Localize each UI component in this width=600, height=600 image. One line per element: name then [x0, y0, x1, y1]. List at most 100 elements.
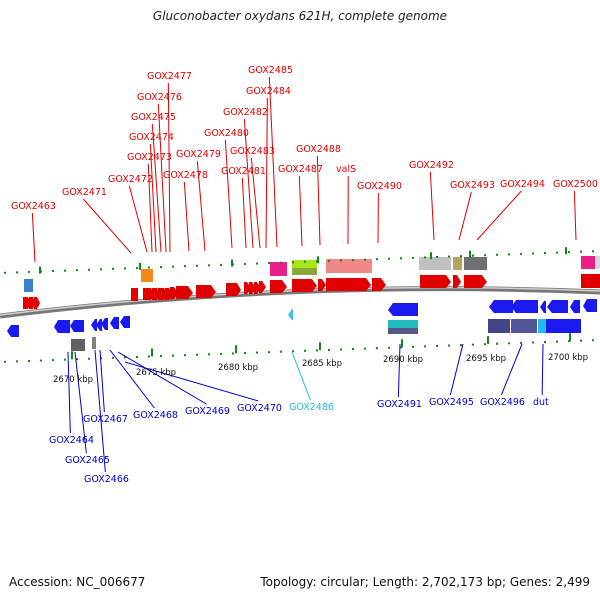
gene-arrow-reverse[interactable] — [96, 319, 102, 331]
gene-arrow-forward[interactable] — [244, 282, 251, 294]
gene-arrow-reverse[interactable] — [288, 309, 293, 320]
leader-line — [316, 155, 321, 246]
gene-label[interactable]: GOX2493 — [450, 180, 495, 191]
gene-arrow-forward[interactable] — [249, 282, 256, 294]
gene-label[interactable]: GOX2491 — [377, 399, 422, 410]
gene-label[interactable]: GOX2495 — [429, 397, 474, 408]
gene-arrow-forward[interactable] — [453, 275, 461, 288]
gene-arrow-forward[interactable] — [420, 275, 451, 288]
feature-box[interactable] — [92, 337, 96, 349]
gene-label[interactable]: GOX2467 — [83, 414, 128, 425]
gene-label[interactable]: GOX2477 — [147, 71, 192, 82]
gene-arrow-forward[interactable] — [34, 297, 40, 309]
feature-box[interactable] — [581, 256, 595, 269]
gene-arrow-forward[interactable] — [131, 288, 138, 301]
gene-label[interactable]: GOX2475 — [131, 112, 176, 123]
feature-box[interactable] — [464, 257, 487, 270]
feature-box[interactable] — [326, 259, 372, 273]
gene-label[interactable]: GOX2473 — [127, 152, 172, 163]
gene-arrow-reverse[interactable] — [70, 320, 84, 332]
gene-arrow-reverse[interactable] — [583, 299, 597, 312]
gene-arrow-reverse[interactable] — [91, 319, 97, 331]
gene-arrow-reverse[interactable] — [547, 300, 568, 313]
feature-box[interactable] — [538, 319, 546, 333]
gene-arrow-forward[interactable] — [464, 275, 487, 288]
gene-arrow-forward[interactable] — [326, 278, 371, 291]
gene-arrow-reverse[interactable] — [101, 318, 108, 330]
feature-box[interactable] — [388, 328, 418, 334]
feature-box[interactable] — [292, 268, 317, 275]
feature-box[interactable] — [24, 279, 33, 292]
scale-label: 2675 kbp — [136, 368, 176, 378]
feature-box[interactable] — [453, 257, 462, 270]
gene-label[interactable]: GOX2479 — [176, 149, 221, 160]
gene-label[interactable]: GOX2483 — [230, 146, 275, 157]
gene-arrow-forward[interactable] — [196, 285, 216, 298]
gene-label[interactable]: GOX2465 — [65, 455, 110, 466]
gene-label[interactable]: GOX2481 — [221, 166, 266, 177]
genome-title: Gluconobacter oxydans 621H, complete gen… — [152, 9, 448, 23]
gene-label[interactable]: GOX2470 — [237, 403, 282, 414]
gene-label[interactable]: GOX2482 — [223, 107, 268, 118]
feature-box[interactable] — [270, 262, 287, 276]
feature-box[interactable] — [511, 319, 537, 333]
leader-line — [268, 76, 278, 248]
gene-arrow-reverse[interactable] — [54, 320, 70, 333]
feature-box[interactable] — [419, 257, 451, 270]
gene-arrow-forward[interactable] — [581, 274, 600, 288]
gene-arrow-reverse[interactable] — [570, 300, 580, 313]
gene-label[interactable]: GOX2480 — [204, 128, 249, 139]
gene-label[interactable]: GOX2492 — [409, 160, 454, 171]
gene-label[interactable]: GOX2496 — [480, 397, 525, 408]
gene-label[interactable]: GOX2487 — [278, 164, 323, 175]
gene-arrow-reverse[interactable] — [540, 301, 546, 313]
gene-arrow-forward[interactable] — [259, 281, 266, 293]
gene-label[interactable]: GOX2464 — [49, 435, 94, 446]
feature-box[interactable] — [546, 319, 581, 333]
gene-label[interactable]: GOX2478 — [163, 170, 208, 181]
feature-box[interactable] — [388, 320, 418, 328]
feature-box[interactable] — [292, 260, 317, 268]
gene-arrow-forward[interactable] — [318, 279, 326, 291]
gene-arrow-forward[interactable] — [270, 280, 287, 293]
gene-label[interactable]: GOX2494 — [500, 179, 545, 190]
gene-arrow-forward[interactable] — [176, 286, 193, 299]
gene-label[interactable]: GOX2472 — [108, 174, 153, 185]
lower-tick-track — [4, 333, 594, 363]
gene-label[interactable]: GOX2488 — [296, 144, 341, 155]
leader-line — [109, 349, 155, 409]
gene-arrow-reverse[interactable] — [388, 303, 418, 316]
accession-label: Accession: NC_006677 — [9, 575, 146, 589]
gene-label[interactable]: GOX2466 — [84, 474, 129, 485]
leader-line — [31, 212, 36, 263]
gene-arrow-forward[interactable] — [254, 282, 261, 294]
gene-arrow-forward[interactable] — [226, 283, 241, 296]
gene-label[interactable]: GOX2486 — [289, 402, 334, 413]
gene-label[interactable]: dut — [533, 397, 549, 408]
gene-label[interactable]: GOX2468 — [133, 410, 178, 421]
gene-label[interactable]: GOX2469 — [185, 406, 230, 417]
gene-label[interactable]: GOX2476 — [137, 92, 182, 103]
feature-box[interactable] — [595, 256, 600, 269]
gene-arrow-reverse[interactable] — [7, 325, 19, 337]
gene-label[interactable]: GOX2484 — [246, 86, 291, 97]
gene-label[interactable]: GOX2490 — [357, 181, 402, 192]
gene-arrow-forward[interactable] — [372, 278, 386, 291]
gene-arrow-reverse[interactable] — [489, 300, 513, 313]
gene-arrow-forward[interactable] — [292, 279, 317, 292]
gene-label[interactable]: GOX2471 — [62, 187, 107, 198]
feature-box[interactable] — [141, 269, 153, 282]
gene-arrow-reverse[interactable] — [120, 316, 130, 328]
gene-label[interactable]: GOX2463 — [11, 201, 56, 212]
gene-arrow-reverse[interactable] — [511, 300, 538, 313]
gene-label[interactable]: valS — [336, 164, 356, 175]
gene-arrow-reverse[interactable] — [110, 317, 119, 329]
leader-line — [147, 163, 153, 253]
feature-box[interactable] — [488, 319, 510, 333]
leader-line — [243, 118, 254, 249]
feature-box[interactable] — [71, 339, 85, 351]
gene-label[interactable]: GOX2500 — [553, 179, 598, 190]
gene-label[interactable]: GOX2485 — [248, 65, 293, 76]
leader-line — [541, 343, 544, 396]
gene-label[interactable]: GOX2474 — [129, 132, 174, 143]
